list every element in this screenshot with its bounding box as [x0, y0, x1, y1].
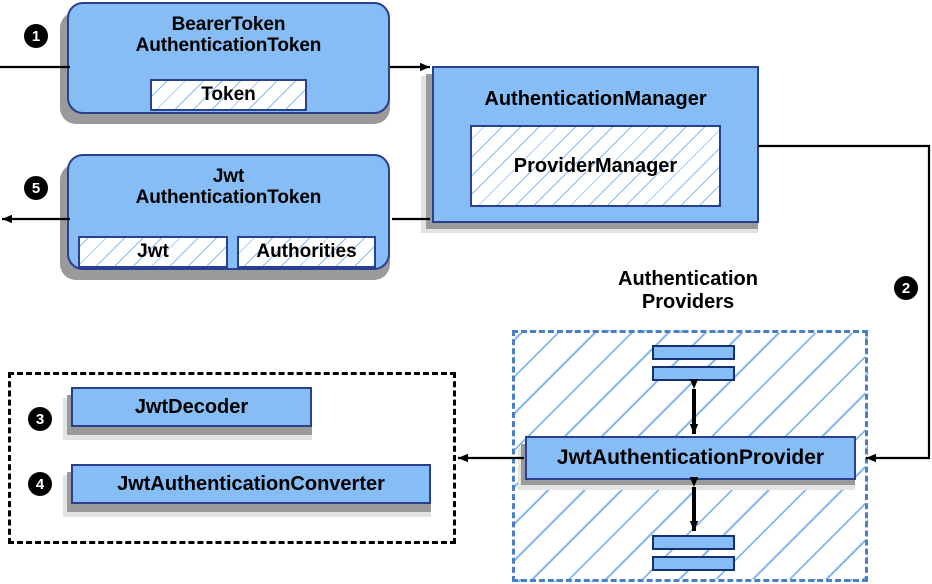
- step-marker-1: 1: [24, 24, 48, 48]
- provider-stub-top-1: [652, 345, 735, 360]
- jwt-authentication-converter-box[interactable]: JwtAuthenticationConverter: [71, 464, 431, 504]
- providers-label-line1: Authentication: [618, 268, 758, 290]
- step-marker-4: 4: [28, 472, 52, 496]
- jwt-inner-box[interactable]: Jwt: [78, 236, 228, 268]
- step-marker-5: 5: [24, 176, 48, 200]
- authorities-inner-label: Authorities: [256, 241, 357, 262]
- provider-stub-bottom-1: [652, 535, 735, 550]
- jwt-authentication-provider-label: JwtAuthenticationProvider: [556, 446, 825, 470]
- jwt-authentication-converter-label: JwtAuthenticationConverter: [117, 472, 385, 495]
- jwt-support-group-container: [8, 372, 456, 544]
- jwt-inner-label: Jwt: [137, 241, 169, 262]
- bearer-token-title-line1: BearerToken: [171, 14, 286, 35]
- provider-manager-label: ProviderManager: [513, 154, 678, 177]
- step-marker-3: 3: [28, 407, 52, 431]
- provider-manager-box[interactable]: ProviderManager: [470, 125, 721, 207]
- bearer-token-title-line2: AuthenticationToken: [135, 35, 322, 57]
- jwt-decoder-box[interactable]: JwtDecoder: [71, 387, 312, 427]
- provider-stub-top-2: [652, 366, 735, 381]
- jwt-authentication-provider-box[interactable]: JwtAuthenticationProvider: [525, 436, 856, 480]
- provider-stub-bottom-2: [652, 556, 735, 571]
- authentication-providers-label: Authentication Providers: [552, 268, 824, 314]
- jwt-decoder-label: JwtDecoder: [134, 395, 249, 418]
- token-inner-label: Token: [201, 84, 256, 105]
- auth-manager-title: AuthenticationManager: [484, 88, 707, 110]
- providers-label-line2: Providers: [641, 290, 735, 313]
- step-marker-2: 2: [894, 276, 918, 300]
- token-inner-box[interactable]: Token: [150, 79, 307, 111]
- authorities-inner-box[interactable]: Authorities: [237, 236, 376, 268]
- jwt-token-title-line2: AuthenticationToken: [135, 187, 322, 209]
- jwt-token-title-line1: Jwt: [212, 166, 245, 187]
